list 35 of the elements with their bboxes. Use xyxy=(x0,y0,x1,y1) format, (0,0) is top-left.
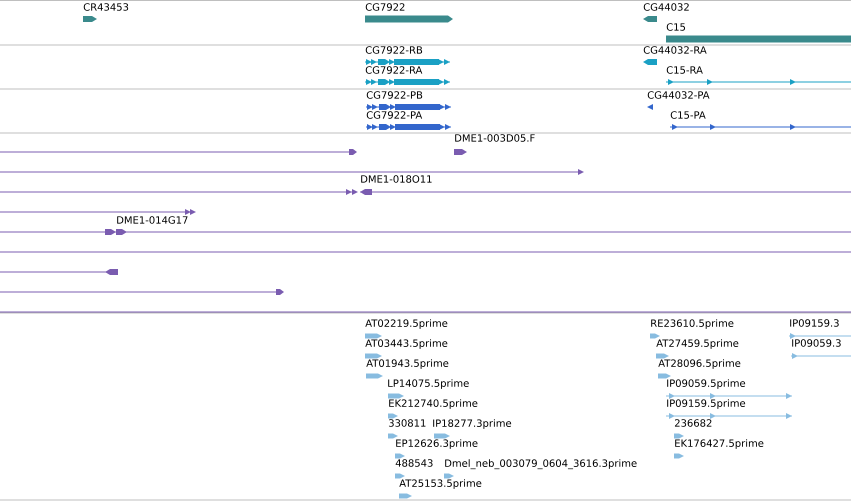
feature-label: C15 xyxy=(666,23,686,31)
feature-label: 236682 xyxy=(674,419,712,427)
feature-label: AT25153.5prime xyxy=(399,479,482,489)
feature-label: AT03443.5prime xyxy=(365,339,448,349)
feature-label: C15-RA xyxy=(666,66,703,74)
feature-label: DME1-003D05.F xyxy=(455,134,535,142)
feature-label: CG44032-PA xyxy=(648,91,710,99)
feature-label: EP12626.3prime xyxy=(396,439,478,449)
feature-label: EK176427.5prime xyxy=(675,439,764,449)
feature-label: RE23610.5prime xyxy=(651,319,734,329)
feature-label: CR43453 xyxy=(84,3,128,11)
feature-label: IP09159.3 xyxy=(790,319,839,327)
feature-label: C15-PA xyxy=(670,111,706,119)
feature-label: CG44032-RA xyxy=(644,46,707,54)
feature-label: DME1-014G17 xyxy=(117,216,188,224)
feature-label: CG7922-PA xyxy=(366,111,422,119)
feature-label: AT01943.5prime xyxy=(366,359,448,369)
feature-label: AT28096.5prime xyxy=(658,359,740,369)
feature-label: CG7922 xyxy=(366,3,404,11)
feature-label: IP09159.5prime xyxy=(667,399,746,409)
feature-label: IP09059.5prime xyxy=(667,379,746,389)
feature-label: AT27459.5prime xyxy=(656,339,738,349)
feature-label: 488543 xyxy=(396,459,433,467)
feature-label: CG7922-RB xyxy=(366,46,422,54)
feature-label: Dmel_neb_003079_0604_3616.3prime xyxy=(445,459,637,470)
feature-label: CG44032 xyxy=(644,3,689,11)
feature-label: 330811 xyxy=(388,419,426,427)
feature-label: IP09059.3 xyxy=(792,339,841,347)
feature-label: CG7922-RA xyxy=(366,66,422,74)
feature-label: IP18277.3prime xyxy=(433,419,512,429)
feature-label: CG7922-PB xyxy=(366,91,422,99)
feature-label: LP14075.5prime xyxy=(388,379,469,389)
feature-label: AT02219.5prime xyxy=(365,319,448,329)
feature-label: EK212740.5prime xyxy=(389,399,478,409)
feature-label: DME1-018O11 xyxy=(361,175,432,183)
